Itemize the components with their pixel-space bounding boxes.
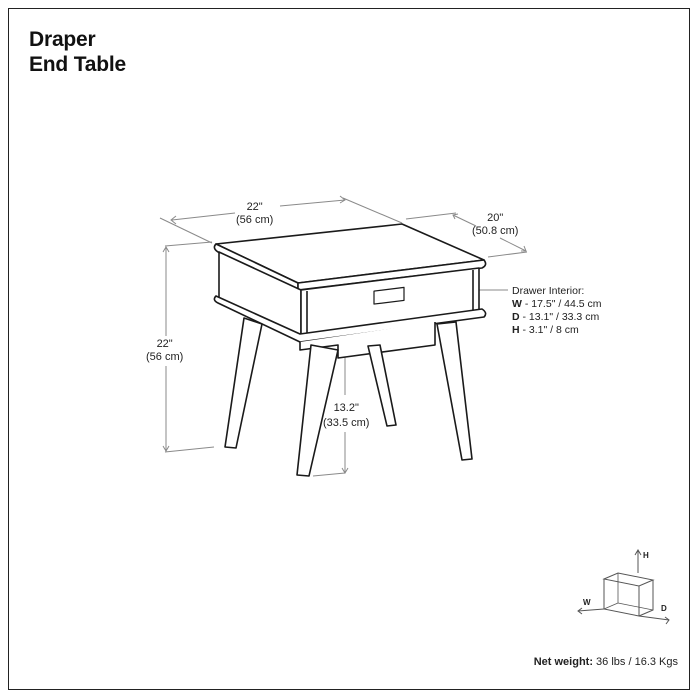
drawer-interior-depth: D - 13.1" / 33.3 cm: [512, 311, 602, 324]
drawer-height-key: H: [512, 324, 520, 336]
axis-label-w: W: [583, 598, 591, 607]
drawer-interior-callout: Drawer Interior: W - 17.5" / 44.5 cm D -…: [512, 285, 602, 337]
depth-metric: (50.8 cm): [472, 225, 519, 237]
width-imperial: 22": [246, 201, 263, 213]
width-metric: (56 cm): [236, 214, 274, 226]
axis-cube-icon: [577, 549, 670, 625]
title-line-2: End Table: [29, 53, 126, 76]
drawer-interior-height: H - 3.1" / 8 cm: [512, 324, 602, 337]
drawer-height-value: - 3.1" / 8 cm: [519, 324, 579, 336]
title-line-1: Draper: [29, 28, 96, 51]
dimension-lines: [159, 195, 528, 477]
table-body: [213, 223, 487, 359]
clearance-imperial: 13.2": [333, 402, 359, 414]
clearance-metric: (33.5 cm): [323, 417, 370, 429]
table-legs: [224, 317, 473, 477]
height-dimension-label: 22" (56 cm): [146, 338, 183, 364]
depth-imperial: 20": [487, 212, 504, 224]
drawer-depth-key: D: [512, 311, 520, 323]
drawer-depth-value: - 13.1" / 33.3 cm: [519, 311, 600, 323]
product-title: Draper End Table: [29, 27, 126, 77]
axis-label-d: D: [661, 604, 667, 613]
net-weight-value: 36 lbs / 16.3 Kgs: [593, 656, 678, 668]
clearance-dimension-label: 13.2" (33.5 cm): [323, 401, 369, 431]
depth-dimension-label: 20" (50.8 cm): [472, 212, 518, 238]
net-weight: Net weight: 36 lbs / 16.3 Kgs: [534, 656, 678, 668]
width-dimension-label: 22" (56 cm): [236, 201, 273, 227]
height-imperial: 22": [156, 338, 173, 350]
diagram-frame: [8, 8, 690, 690]
height-metric: (56 cm): [146, 351, 184, 363]
drawer-interior-width: W - 17.5" / 44.5 cm: [512, 298, 602, 311]
drawer-interior-heading: Drawer Interior:: [512, 285, 585, 297]
net-weight-label: Net weight:: [533, 656, 593, 668]
drawer-width-key: W: [512, 298, 522, 310]
drawer-width-value: - 17.5" / 44.5 cm: [521, 298, 602, 310]
axis-label-h: H: [643, 551, 649, 560]
